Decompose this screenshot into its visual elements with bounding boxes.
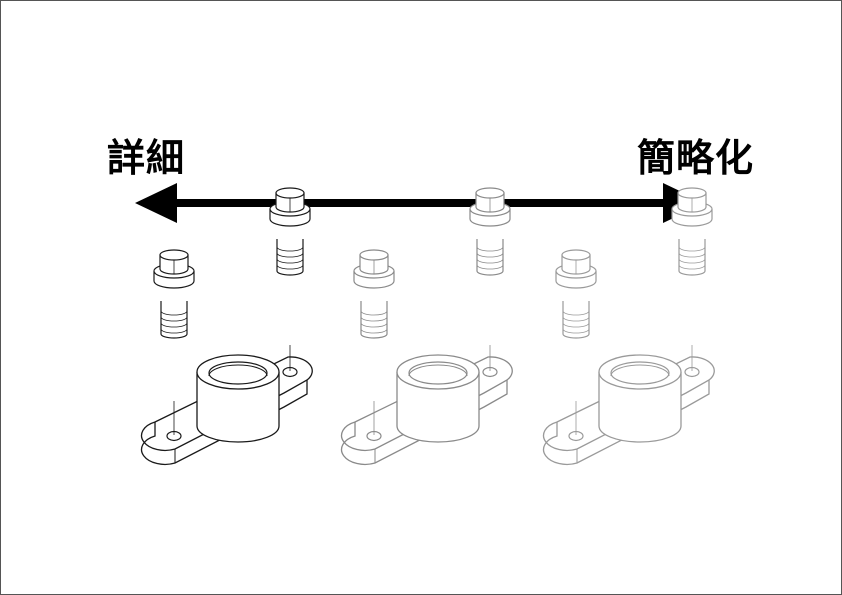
- assembly-simplified: [542, 187, 715, 466]
- assembly-detailed: [140, 187, 313, 466]
- left-arrowhead-icon: [135, 183, 177, 223]
- assembly-medium: [340, 187, 513, 466]
- double-arrow: [135, 183, 705, 223]
- simplified-label: 簡略化: [637, 136, 755, 180]
- detailed-label: 詳細: [107, 136, 186, 180]
